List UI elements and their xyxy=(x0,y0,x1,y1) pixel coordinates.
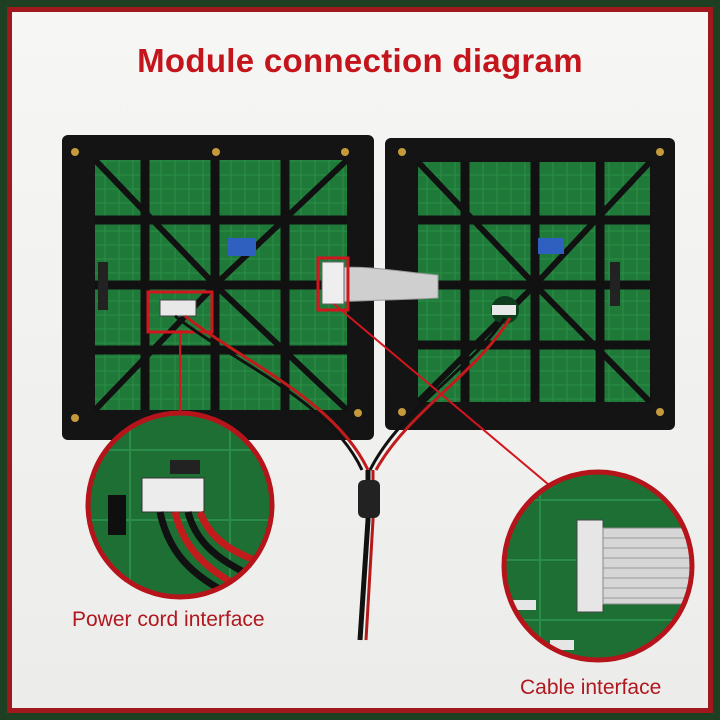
diagram-title: Module connection diagram xyxy=(137,42,583,79)
power-cord-interface-label: Power cord interface xyxy=(72,608,265,631)
power-wires xyxy=(174,314,512,641)
right-led-module xyxy=(385,138,675,430)
cable-interface-label: Cable interface xyxy=(520,676,662,699)
ribbon-cable xyxy=(316,256,439,312)
cable-pointer-line xyxy=(333,303,556,491)
left-led-module xyxy=(62,135,374,440)
cable-interface-zoom xyxy=(501,469,695,663)
